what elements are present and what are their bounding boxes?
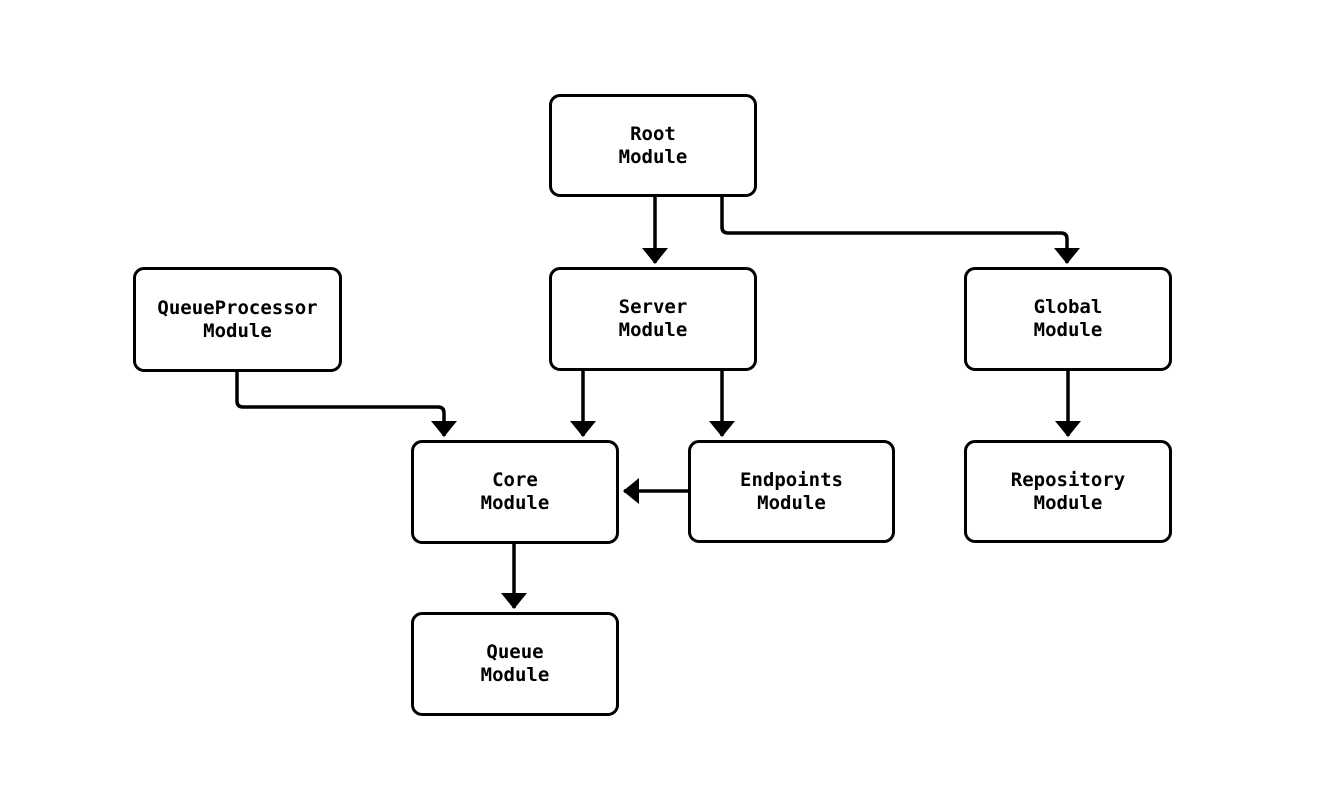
- node-queue-module: Queue Module: [411, 612, 619, 716]
- node-repository-module: Repository Module: [964, 440, 1172, 543]
- node-global-module-label: Global Module: [1033, 296, 1103, 341]
- node-queueprocessor-module-label: QueueProcessor Module: [157, 296, 318, 342]
- node-repository-module-label: Repository Module: [1010, 468, 1126, 514]
- edge-root-to-global: [720, 197, 1080, 264]
- node-server-module-label: Server Module: [618, 296, 688, 341]
- node-endpoints-module: Endpoints Module: [688, 440, 895, 543]
- node-queueprocessor-module: QueueProcessor Module: [133, 267, 342, 372]
- node-core-module: Core Module: [411, 440, 619, 544]
- node-root-module-label: Root Module: [618, 122, 688, 168]
- node-server-module: Server Module: [549, 267, 757, 371]
- node-endpoints-module-label: Endpoints Module: [740, 468, 843, 514]
- edge-queueprocessor-to-core: [235, 372, 457, 437]
- node-queue-module-label: Queue Module: [480, 641, 550, 686]
- node-global-module: Global Module: [964, 267, 1172, 371]
- node-core-module-label: Core Module: [480, 469, 550, 514]
- node-root-module: Root Module: [549, 94, 757, 197]
